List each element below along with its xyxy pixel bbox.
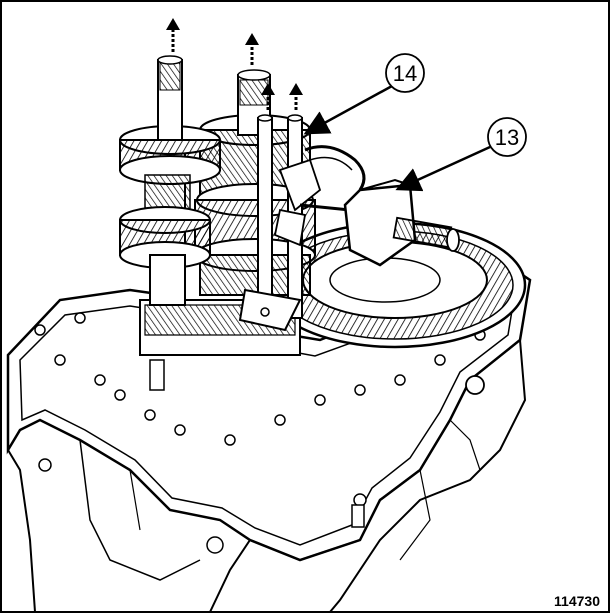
- lift-arrows: [166, 18, 303, 110]
- callout-13: 13: [395, 117, 527, 192]
- figure-number: 114730: [554, 593, 600, 609]
- gear-cluster: [119, 55, 322, 356]
- callout-13-label: 13: [495, 125, 519, 150]
- extraction-tool: [299, 145, 460, 267]
- callout-14: 14: [303, 53, 425, 135]
- callout-14-label: 14: [393, 61, 417, 86]
